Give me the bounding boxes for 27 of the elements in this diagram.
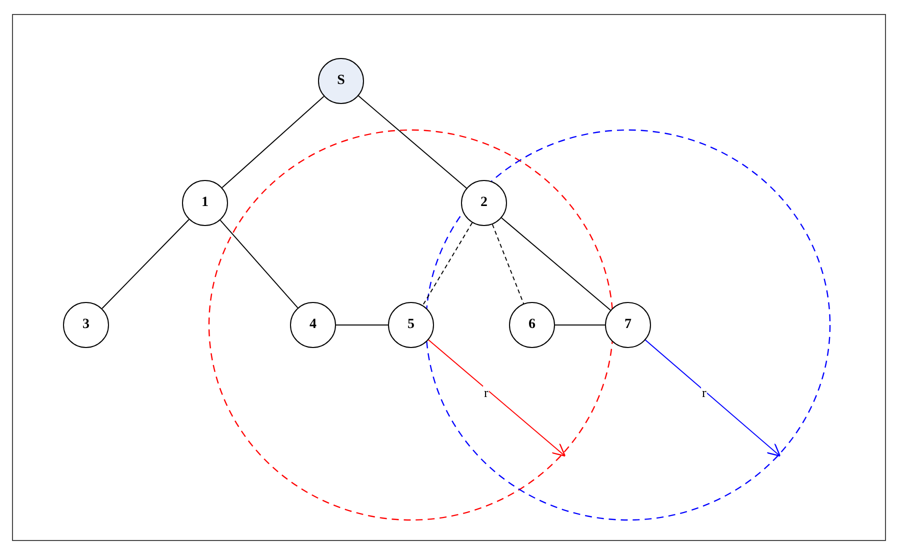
connector-line (501, 217, 611, 311)
connector-line (102, 218, 190, 310)
connector-line (358, 95, 467, 189)
connector-line (220, 220, 298, 308)
dimension-label: r (483, 386, 490, 398)
node-label: 7 (624, 317, 632, 333)
graph-node-circle (63, 302, 109, 348)
connector-line (336, 324, 388, 326)
graph-node-circle (388, 302, 434, 348)
node-label: 4 (310, 317, 316, 333)
node-label: 2 (480, 195, 488, 211)
graph-node-circle (605, 302, 651, 348)
connector-line (492, 224, 524, 304)
connector-line (554, 324, 606, 326)
node-label: 1 (202, 195, 208, 211)
node-label: 3 (82, 317, 90, 333)
graph-node-circle (461, 180, 507, 226)
graph-node-circle (290, 302, 336, 348)
connector-line (222, 96, 324, 188)
node-label: 5 (408, 317, 414, 333)
graph-node-circle (182, 180, 228, 226)
graph-node-circle (318, 58, 364, 104)
node-label: 6 (528, 317, 536, 333)
dimension-label: r (701, 386, 708, 398)
graph-node-circle (509, 302, 555, 348)
connector-line (422, 222, 473, 306)
node-label: S (337, 73, 345, 89)
